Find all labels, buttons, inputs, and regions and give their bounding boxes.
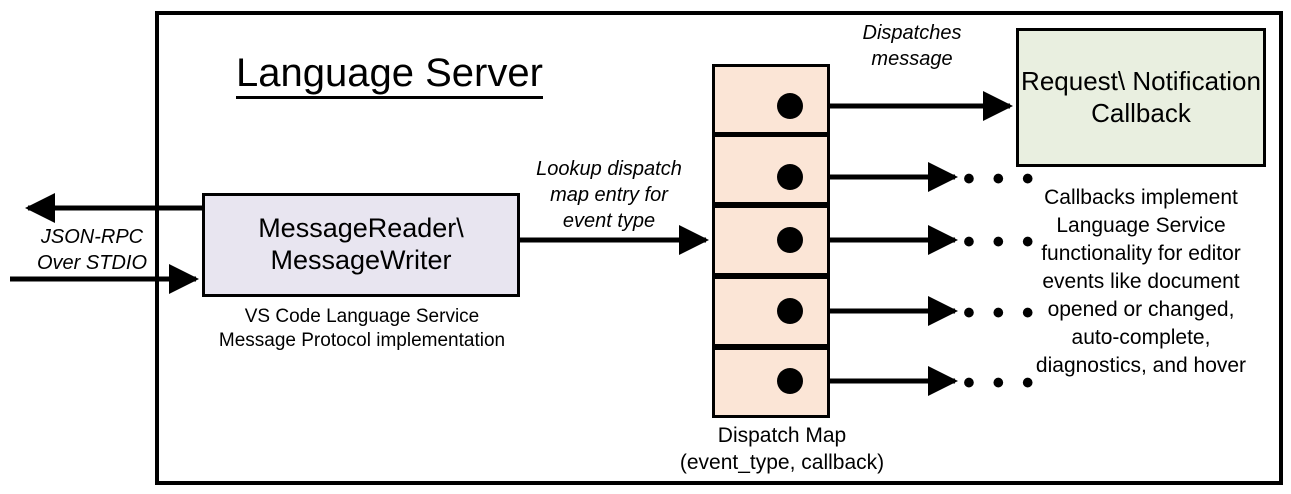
dispatch-map-cell-4[interactable] <box>712 276 830 347</box>
ellipsis-row-5: • • • <box>963 364 1038 402</box>
node-request-notification-callback[interactable]: Request\ Notification Callback <box>1016 28 1266 167</box>
dispatch-map-dot-1 <box>777 93 803 119</box>
dispatch-map-cell-5[interactable] <box>712 347 830 418</box>
node-message-reader-writer[interactable]: MessageReader\ MessageWriter <box>202 193 520 297</box>
caption-message-reader-writer: VS Code Language Service Message Protoco… <box>218 306 506 352</box>
edge-label-lookup: Lookup dispatch map entry for event type <box>536 158 682 232</box>
edge-label-dispatches: Dispatches message <box>862 22 962 70</box>
ellipsis-row-3: • • • <box>963 223 1038 261</box>
dispatch-map[interactable] <box>712 64 830 418</box>
ellipsis-row-2: • • • <box>963 160 1038 198</box>
ellipsis-row-4: • • • <box>963 294 1038 332</box>
dispatch-map-cell-3[interactable] <box>712 205 830 276</box>
language-server-boundary <box>155 11 1283 485</box>
caption-callbacks: Callbacks implement Language Service fun… <box>1035 186 1247 377</box>
dispatch-map-cell-1[interactable] <box>712 64 830 135</box>
dispatch-map-dot-4 <box>777 298 803 324</box>
page-title: Language Server <box>236 52 543 99</box>
dispatch-map-cell-2[interactable] <box>712 134 830 205</box>
dispatch-map-dot-3 <box>777 227 803 253</box>
dispatch-map-dot-5 <box>777 368 803 394</box>
caption-dispatch-map: Dispatch Map (event_type, callback) <box>679 424 885 475</box>
edge-label-jsonrpc: JSON-RPC Over STDIO <box>36 226 147 274</box>
dispatch-map-dot-2 <box>777 164 803 190</box>
